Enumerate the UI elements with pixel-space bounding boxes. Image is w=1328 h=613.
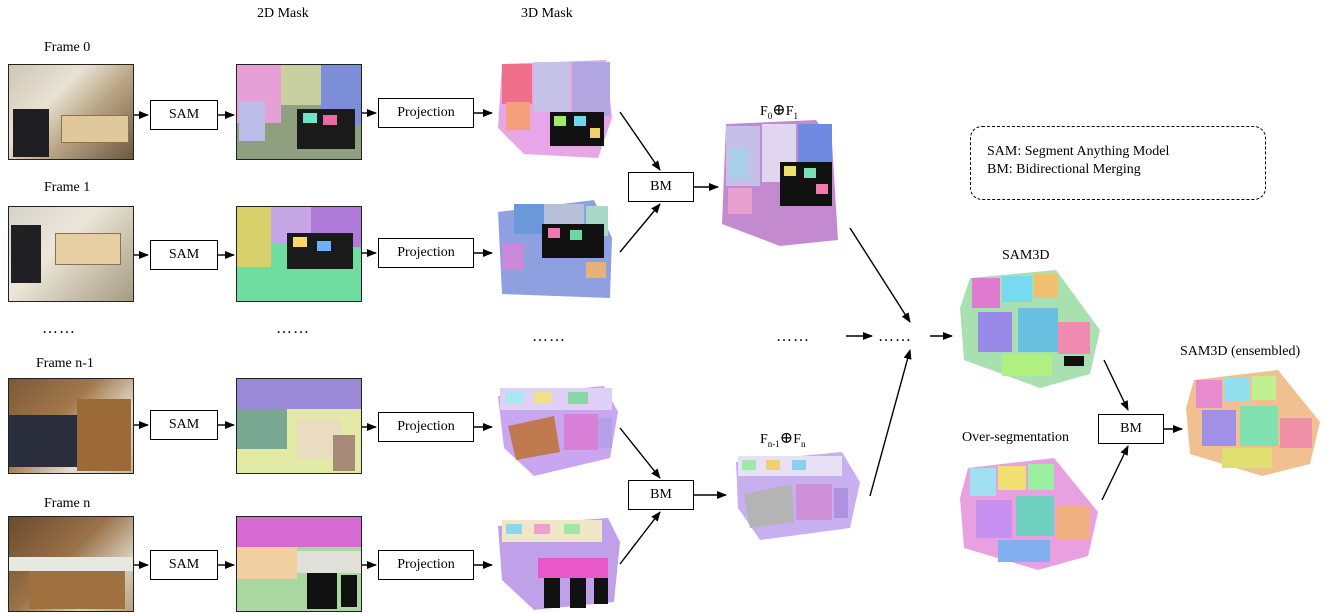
ellipsis-3d: ……: [532, 328, 566, 345]
ellipsis-converge: ……: [878, 328, 912, 345]
mask-2d-n-1: [236, 378, 362, 474]
projection-box-1: Projection: [378, 238, 474, 268]
header-3d-mask: 3D Mask: [521, 6, 573, 21]
ellipsis-frames: ……: [42, 320, 76, 337]
merge-label-f0-f1: F0⊕F1: [760, 102, 798, 121]
legend-bm: BM: Bidirectional Merging: [987, 162, 1141, 177]
arrow-3dn1-bm: [619, 427, 661, 479]
mask-2d-n: [236, 516, 362, 612]
sam-box-n-1: SAM: [150, 410, 218, 440]
arrow-overseg-bm: [1101, 445, 1129, 501]
over-segmentation-cloud: [960, 458, 1098, 570]
sam3d-ensembled-cloud: [1186, 370, 1320, 476]
over-segmentation-label: Over-segmentation: [962, 430, 1070, 445]
bm-box-bottom: BM: [628, 480, 694, 510]
arrow-sam3d-bm: [1103, 359, 1129, 411]
arrow-3dn-bm: [619, 511, 661, 565]
arrow-3d0-bm: [619, 111, 661, 171]
frame-1-label: Frame 1: [44, 180, 91, 195]
ellipsis-merged: ……: [776, 328, 810, 345]
arrow-3d1-bm: [619, 203, 661, 253]
legend-box: SAM: Segment Anything Model BM: Bidirect…: [970, 126, 1266, 200]
sam3d-cloud: [960, 270, 1100, 388]
mask-3d-0: [498, 60, 612, 158]
sam-box-1: SAM: [150, 240, 218, 270]
arrow-merged-top-converge: [849, 227, 911, 323]
mask-3d-n: [498, 518, 620, 610]
frame-0-image: [8, 64, 134, 160]
header-2d-mask: 2D Mask: [257, 6, 309, 21]
frame-1-image: [8, 206, 134, 302]
mask-2d-1: [236, 206, 362, 302]
frame-n-1-label: Frame n-1: [36, 356, 94, 371]
bm-box-final: BM: [1098, 414, 1164, 444]
merge-label-fn-1-fn: Fn-1⊕Fn: [760, 430, 806, 449]
sam3d-label: SAM3D: [1002, 248, 1050, 263]
ellipsis-2d: ……: [276, 320, 310, 337]
projection-box-0: Projection: [378, 98, 474, 128]
legend-sam: SAM: Segment Anything Model: [987, 144, 1170, 159]
sam-box-0: SAM: [150, 100, 218, 130]
sam-box-n: SAM: [150, 550, 218, 580]
frame-0-label: Frame 0: [44, 40, 91, 55]
frame-n-1-image: [8, 378, 134, 474]
bm-box-top: BM: [628, 172, 694, 202]
projection-box-n: Projection: [378, 550, 474, 580]
mask-3d-n-1: [498, 386, 618, 476]
merged-cloud-fn-1-fn: [736, 452, 860, 540]
frame-n-image: [8, 516, 134, 612]
frame-n-label: Frame n: [44, 496, 91, 511]
mask-3d-1: [498, 200, 612, 298]
projection-box-n-1: Projection: [378, 412, 474, 442]
sam3d-ensembled-label: SAM3D (ensembled): [1180, 344, 1301, 359]
mask-2d-0: [236, 64, 362, 160]
merged-cloud-f0-f1: [722, 120, 838, 246]
arrow-merged-bottom-converge: [869, 349, 912, 497]
